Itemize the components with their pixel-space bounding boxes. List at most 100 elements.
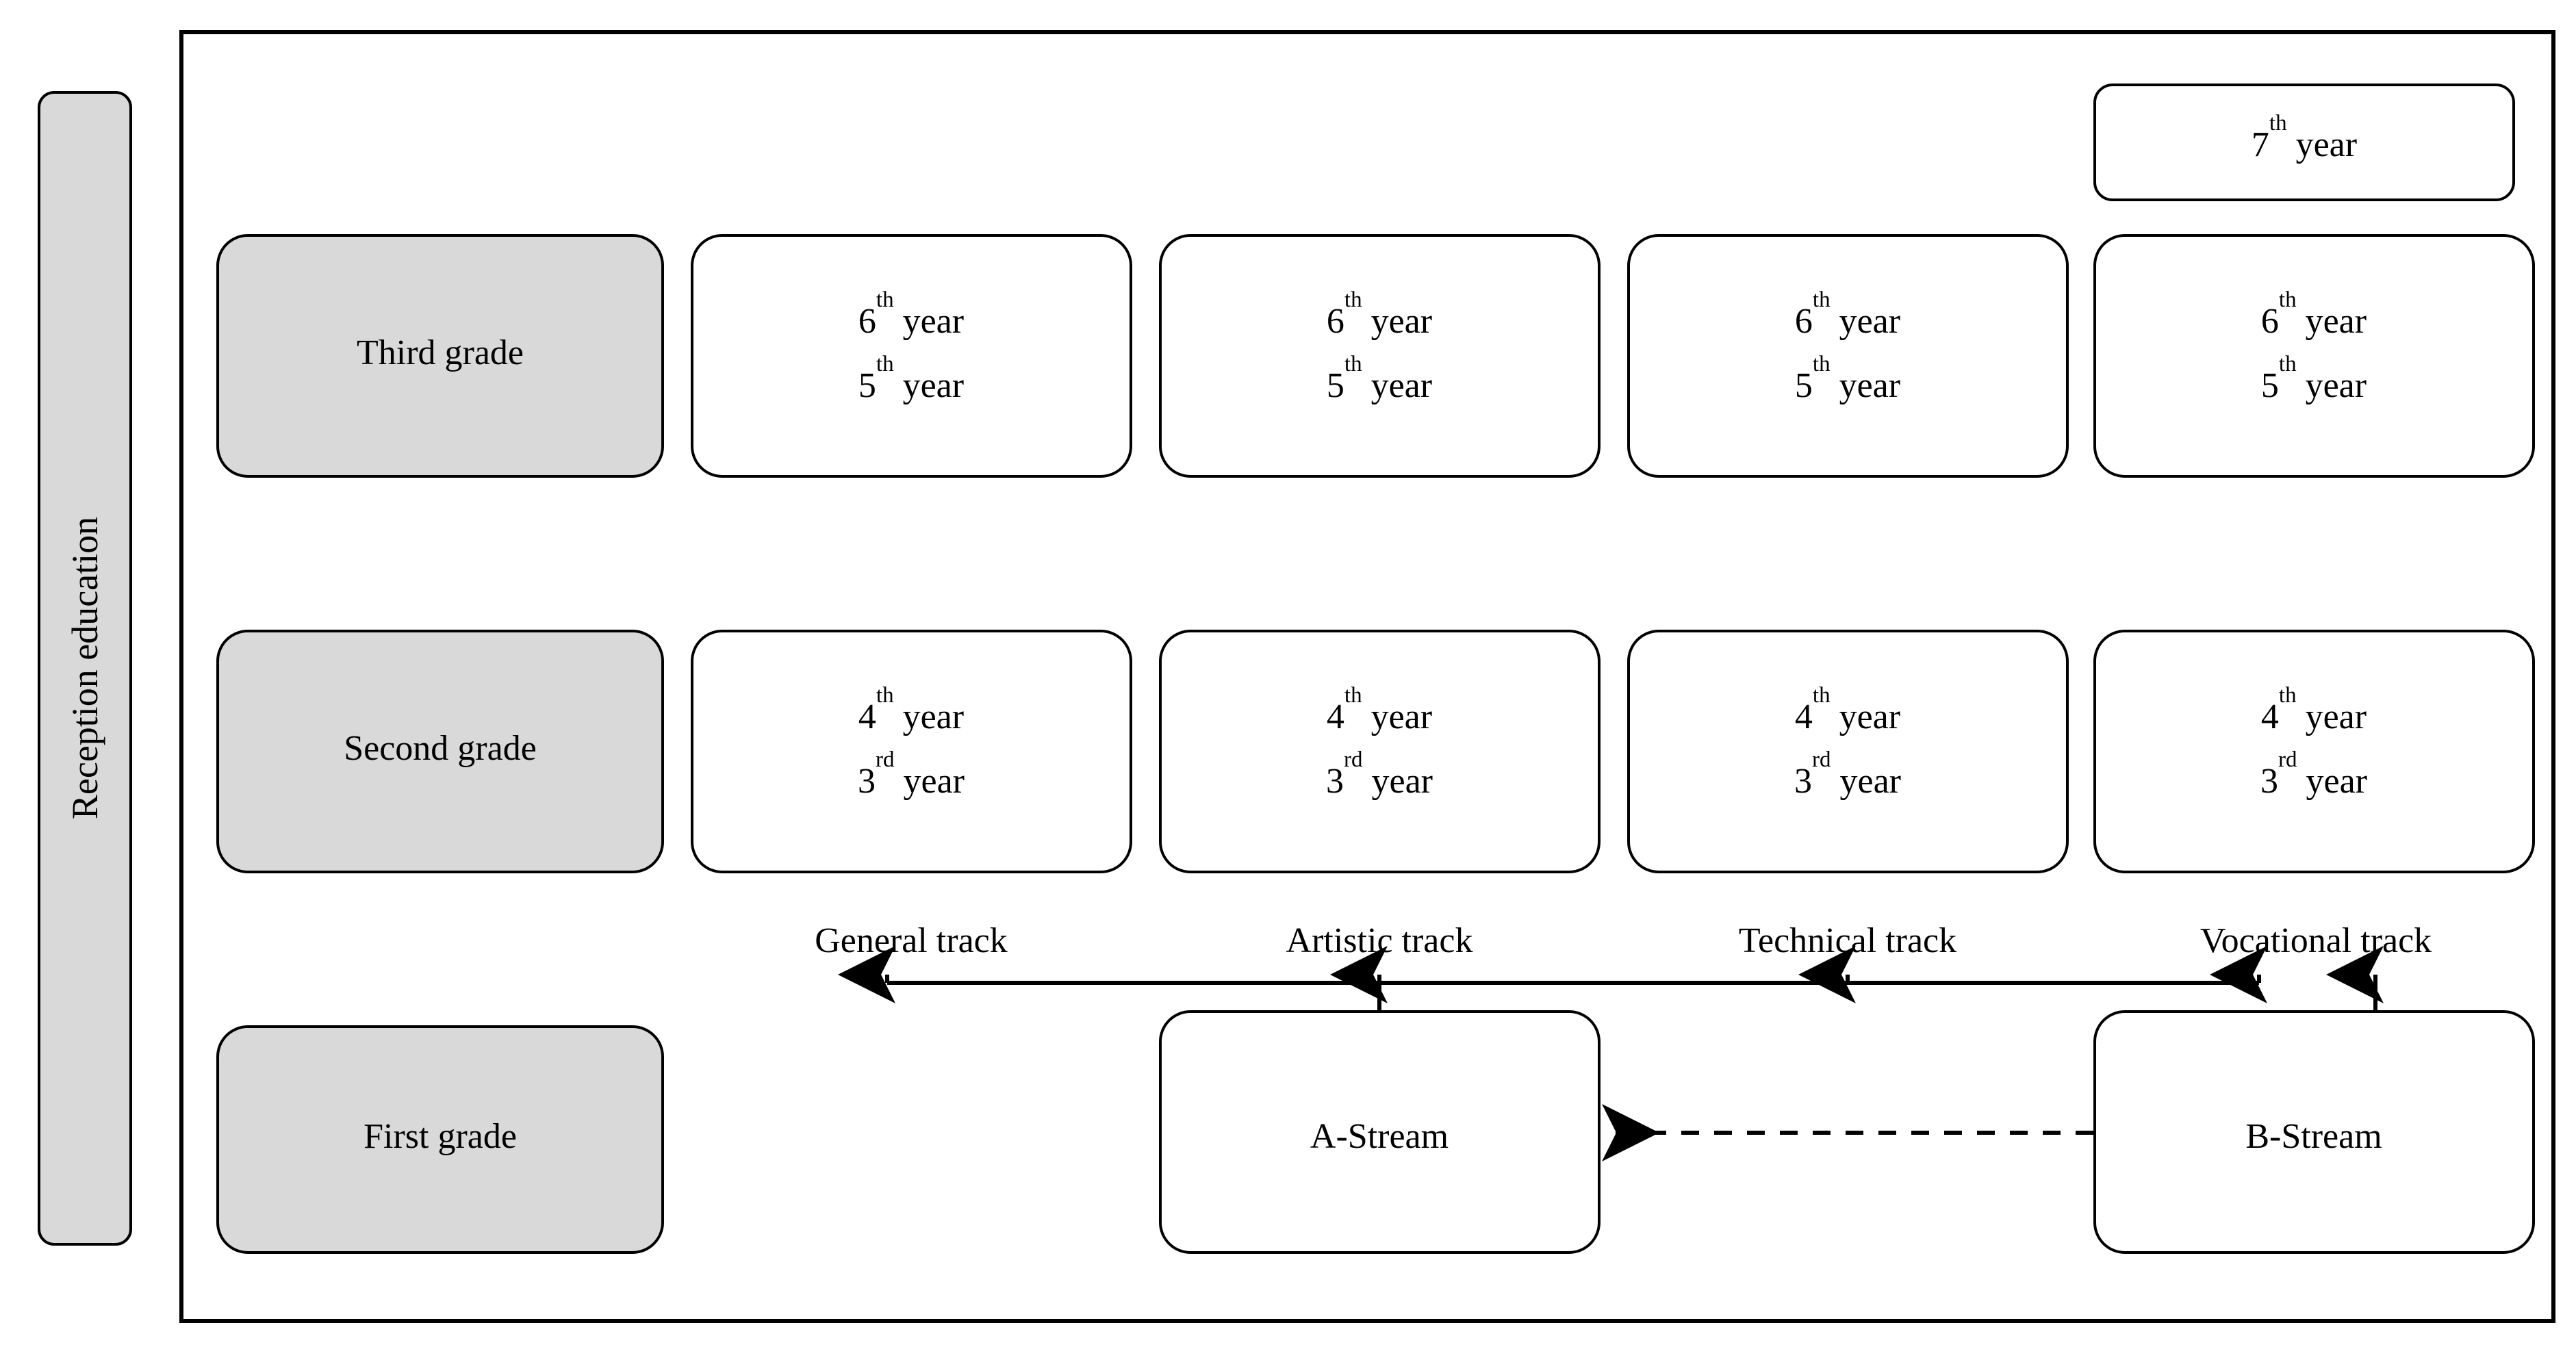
space [2297,762,2306,801]
unit: year [1371,302,1432,341]
third-grade-general-box [691,234,1132,478]
space [1362,366,1371,405]
space [895,762,904,801]
third-grade-general-line2: 5th year [858,352,964,405]
space [894,697,903,736]
second-grade-general-box [691,630,1132,873]
ordinal: 5 [2261,366,2279,405]
track-labels: General track Artistic track Technical t… [815,921,2432,960]
unit: year [903,302,964,341]
diagram-outer-frame [179,30,2555,1323]
first-grade-row: First grade A-Stream B-Stream [216,1010,2535,1254]
third-grade-vocational-box [2093,234,2535,478]
third-grade-technical-box [1627,234,2069,478]
suffix: th [1813,683,1831,708]
ordinal: 6 [2261,302,2279,341]
unit: year [1839,697,1900,736]
ordinal: 4 [858,697,876,736]
suffix: th [1813,287,1831,312]
space [894,302,903,341]
third-grade-technical-line1: 6th year [1795,287,1900,341]
suffix: th [2279,352,2297,376]
ordinal: 5 [1327,366,1344,405]
a-stream-box [1159,1010,1601,1254]
unit: year [904,762,965,801]
unit: year [2306,302,2367,341]
ordinal: 3 [1794,762,1812,801]
second-grade-vocational-line2: 3rd year [2260,747,2367,801]
second-grade-general-line1: 4th year [858,683,964,736]
ordinal: 6 [1795,302,1813,341]
track-label-vocational: Vocational track [2200,921,2432,960]
third-grade-label: Third grade [357,333,524,372]
space [1831,697,1839,736]
unit: year [2306,762,2367,801]
suffix: rd [876,747,895,772]
track-label-technical: Technical track [1739,921,1956,960]
third-grade-artistic-box [1159,234,1601,478]
suffix: th [1344,683,1362,708]
b-stream-label: B-Stream [2245,1117,2382,1156]
ordinal: 3 [1326,762,1344,801]
sidebar-label: Reception education [64,517,105,819]
suffix: th [1344,352,1362,376]
unit: year [1371,366,1432,405]
space [1831,302,1839,341]
third-grade-row: Third grade 6th year 5th year 6th year 5… [216,234,2535,478]
seventh-year-unit-word: year [2296,125,2357,164]
space [2297,697,2306,736]
space [894,366,903,405]
second-grade-technical-line2: 3rd year [1794,747,1901,801]
second-grade-vocational-box [2093,630,2535,873]
unit: year [903,366,964,405]
suffix: th [2279,683,2297,708]
ordinal: 6 [1327,302,1344,341]
ordinal: 4 [1327,697,1344,736]
second-grade-vocational-line1: 4th year [2261,683,2367,736]
seventh-year-label: 7th year [2252,111,2357,164]
a-stream-label: A-Stream [1310,1117,1449,1156]
unit: year [1840,762,1901,801]
ordinal: 3 [2260,762,2278,801]
space [1362,302,1371,341]
second-grade-artistic-line1: 4th year [1327,683,1432,736]
unit: year [1839,302,1900,341]
ordinal: 5 [858,366,876,405]
unit: year [1372,762,1433,801]
second-grade-label: Second grade [344,729,537,768]
first-grade-label: First grade [364,1117,517,1156]
unit: year [2306,366,2367,405]
third-grade-vocational-line1: 6th year [2261,287,2367,341]
ordinal: 4 [2261,697,2279,736]
first-grade-box [216,1025,664,1254]
space [1363,762,1372,801]
third-grade-artistic-line2: 5th year [1327,352,1432,405]
space [2297,366,2306,405]
ordinal: 6 [858,302,876,341]
second-grade-technical-box [1627,630,2069,873]
ordinal: 4 [1795,697,1813,736]
a-stream-connector-bus [838,946,2267,1012]
second-grade-artistic-line2: 3rd year [1326,747,1433,801]
suffix: th [2279,287,2297,312]
sidebar-reception-education: Reception education [38,91,132,1246]
second-grade-row: Second grade 4th year 3rd year 4th year … [216,630,2535,873]
suffix: rd [1344,747,1363,772]
second-grade-artistic-box [1159,630,1601,873]
third-grade-general-line1: 6th year [858,287,964,341]
b-stream-box [2093,1010,2535,1254]
suffix: th [876,683,894,708]
third-grade-artistic-line1: 6th year [1327,287,1432,341]
unit: year [903,697,964,736]
seventh-year-suffix: th [2269,111,2287,136]
space [1362,697,1371,736]
suffix: rd [2278,747,2297,772]
space [1831,366,1839,405]
sidebar-box [38,91,132,1246]
unit: year [2306,697,2367,736]
ordinal: 3 [858,762,876,801]
suffix: th [1344,287,1362,312]
seventh-year-unit [2287,125,2296,164]
